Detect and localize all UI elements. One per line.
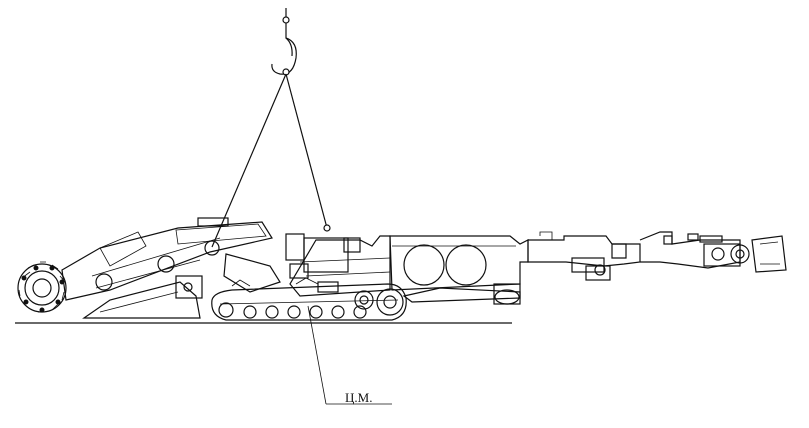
- crawler-track: [211, 277, 407, 321]
- crane-hook: [271, 8, 297, 76]
- lifting-slings: [211, 73, 331, 248]
- rear-conveyor: [527, 231, 787, 281]
- center-of-mass-label: Ц.М.: [345, 390, 373, 405]
- cutting-head: [17, 261, 67, 313]
- main-body: [389, 235, 529, 305]
- loading-apron: [82, 253, 281, 319]
- center-of-mass-leader: [307, 305, 392, 405]
- cutter-boom: [61, 217, 273, 301]
